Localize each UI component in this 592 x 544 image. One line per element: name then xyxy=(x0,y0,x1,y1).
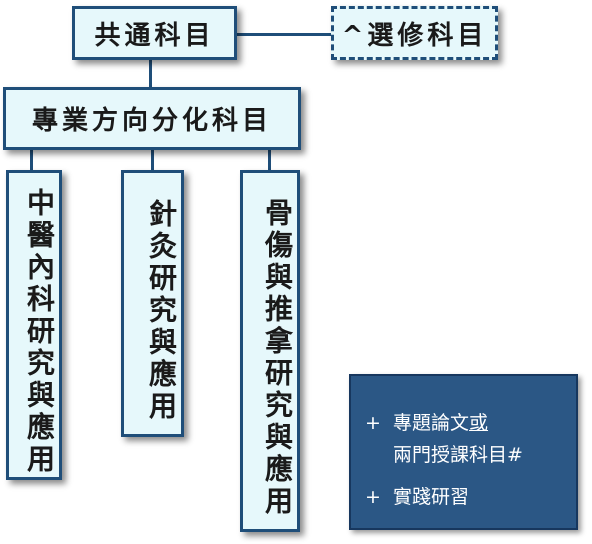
specialization-subjects-label: 專業方向分化科目 xyxy=(31,106,272,136)
requirement-practicum-text: 實踐研習 xyxy=(393,486,470,508)
track-label: 中醫內科研究與應用 xyxy=(23,188,56,476)
elective-subjects-box: ^選修科目 xyxy=(331,6,498,60)
connector-specialization-to-track-3 xyxy=(268,148,271,172)
track-acupuncture-box: 針灸研究與應用 xyxy=(121,170,184,437)
requirement-dissertation-text: 專題論文 xyxy=(393,412,470,434)
requirement-or-text: 或 xyxy=(469,412,489,434)
common-subjects-label: 共通科目 xyxy=(94,20,215,51)
connector-specialization-to-track-2 xyxy=(151,148,154,172)
elective-subjects-label: ^選修科目 xyxy=(341,20,488,51)
track-label: 骨傷與推拿研究與應用 xyxy=(261,198,294,518)
common-subjects-box: 共通科目 xyxy=(72,6,237,60)
plus-icon: + xyxy=(365,486,381,508)
track-chinese-internal-medicine-box: 中醫內科研究與應用 xyxy=(6,170,62,480)
specialization-subjects-box: 專業方向分化科目 xyxy=(3,87,301,150)
connector-common-to-specialization xyxy=(149,58,152,88)
requirement-line-3: + 實踐研習 xyxy=(365,482,469,509)
track-label: 針灸研究與應用 xyxy=(145,198,178,423)
requirements-info-box: + 專題論文或 兩門授課科目# + 實踐研習 xyxy=(349,374,578,530)
requirement-two-courses-text: 兩門授課科目# xyxy=(393,444,523,466)
connector-common-to-elective xyxy=(237,33,333,36)
connector-specialization-to-track-1 xyxy=(30,148,33,172)
requirement-line-1: + 專題論文或 xyxy=(365,408,488,435)
requirement-line-2: 兩門授課科目# xyxy=(393,440,523,467)
plus-icon: + xyxy=(365,412,381,434)
track-orthopaedics-tuina-box: 骨傷與推拿研究與應用 xyxy=(240,170,300,532)
